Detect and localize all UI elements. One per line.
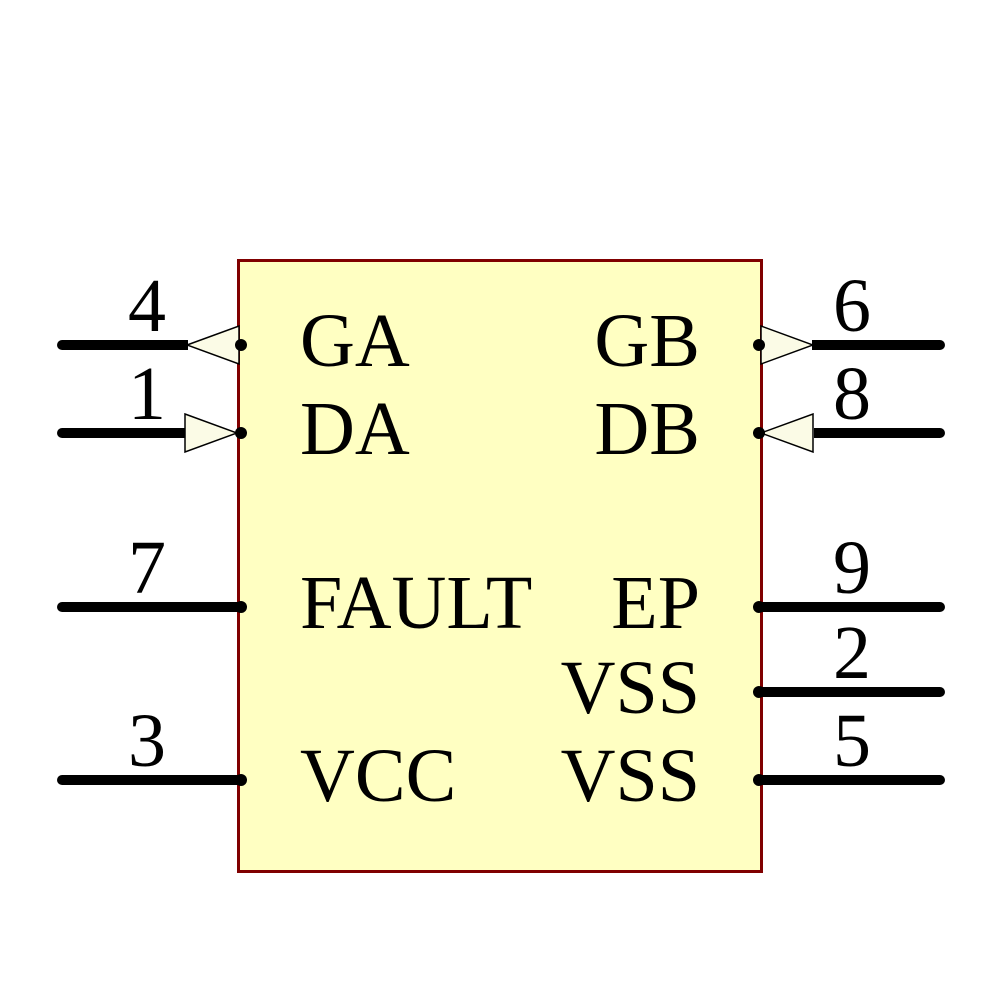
pin-connection-dot — [753, 686, 765, 698]
pin-wire-9[interactable] — [760, 602, 945, 612]
input-arrow-left-icon — [760, 413, 814, 453]
pin-connection-dot — [753, 601, 765, 613]
pin-label-vss-1: VSS — [560, 646, 700, 730]
pin-connection-dot — [235, 774, 247, 786]
pin-wire-4[interactable] — [57, 340, 188, 350]
pin-number-4: 4 — [128, 264, 166, 348]
pin-connection-dot — [235, 339, 247, 351]
pin-number-9: 9 — [833, 526, 871, 610]
pin-number-7: 7 — [128, 526, 166, 610]
pin-wire-8[interactable] — [814, 428, 945, 438]
pin-wire-7[interactable] — [57, 602, 240, 612]
pin-label-gb: GB — [594, 299, 700, 383]
pin-wire-2[interactable] — [760, 687, 945, 697]
pin-wire-5[interactable] — [760, 775, 945, 785]
pin-connection-dot — [753, 339, 765, 351]
pin-label-da: DA — [300, 387, 410, 471]
pin-connection-dot — [753, 774, 765, 786]
pin-number-6: 6 — [833, 264, 871, 348]
pin-connection-dot — [235, 427, 247, 439]
pin-number-2: 2 — [833, 611, 871, 695]
pin-connection-dot — [235, 601, 247, 613]
pin-label-fault: FAULT — [300, 561, 533, 645]
input-arrow-right-icon — [184, 413, 238, 453]
pin-number-3: 3 — [128, 699, 166, 783]
pin-number-1: 1 — [128, 352, 166, 436]
pin-number-8: 8 — [833, 352, 871, 436]
pin-label-vss-2: VSS — [560, 734, 700, 818]
pin-wire-6[interactable] — [812, 340, 945, 350]
pin-label-db: DB — [594, 387, 700, 471]
pin-connection-dot — [753, 427, 765, 439]
pin-label-ep: EP — [611, 561, 700, 645]
pin-number-5: 5 — [833, 699, 871, 783]
pin-wire-3[interactable] — [57, 775, 240, 785]
pin-label-ga: GA — [300, 299, 410, 383]
pin-wire-1[interactable] — [57, 428, 188, 438]
pin-label-vcc: VCC — [300, 734, 457, 818]
component-body[interactable] — [237, 259, 763, 873]
